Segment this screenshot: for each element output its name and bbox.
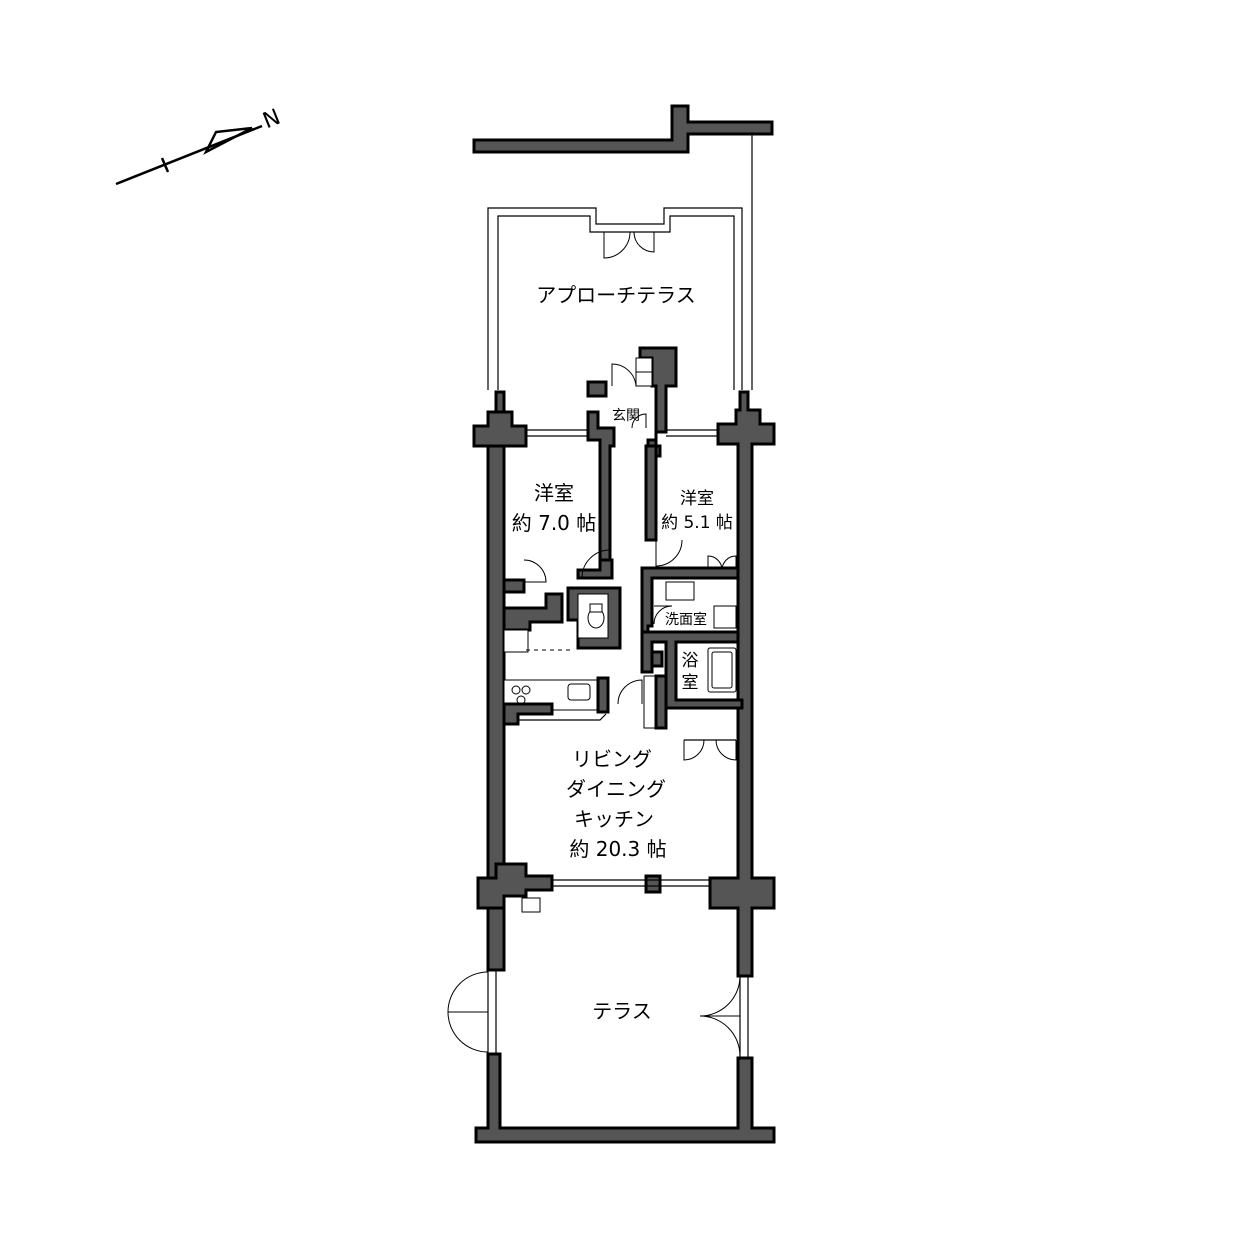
entrance-wall-left: [586, 410, 616, 562]
kitchen-counter-end: [596, 676, 610, 714]
fridge-space: [503, 629, 529, 653]
entrance-wall-block: [586, 380, 608, 398]
washbasin-icon: [665, 581, 695, 601]
left-column-top: [472, 410, 528, 448]
center-mullion: [644, 874, 662, 894]
compass: N: [115, 105, 284, 186]
kitchen-left-stub: [502, 702, 554, 726]
ldk-label-3: キッチン: [574, 807, 654, 831]
ldk-area: 約 20.3 帖: [569, 837, 666, 861]
closet-wall: [502, 592, 564, 632]
entrance-door: [611, 357, 653, 429]
ldk-closet-door-right: [715, 739, 737, 761]
north-label: N: [259, 105, 284, 134]
room1-door: [523, 559, 547, 583]
pipe-shaft: [650, 650, 664, 668]
room2-door: [655, 539, 683, 567]
ldk-entry-wall: [654, 674, 668, 730]
entrance-label: 玄関: [612, 407, 640, 424]
ldk-entry-door: [617, 679, 643, 705]
terrace-right-gate: [699, 975, 749, 1058]
outdoor-faucet-icon: [521, 897, 541, 913]
ldk-bottom-left-column: [476, 862, 554, 910]
ldk-closet-door-left: [683, 739, 705, 761]
approach-gate: [603, 231, 655, 259]
room1-bottom-wall: [502, 578, 526, 594]
western-room-2-area: 約 5.1 帖: [661, 513, 733, 533]
approach-terrace-label: アプローチテラス: [536, 283, 696, 307]
terrace-left-gate: [447, 970, 497, 1054]
terrace-bottom-wall: [474, 1052, 776, 1144]
compass-arrow-head: [203, 126, 253, 155]
washing-machine-space: [713, 605, 737, 629]
stove-icon: [511, 685, 521, 695]
compass-tick: [160, 157, 170, 173]
room2-left-wall: [644, 444, 658, 542]
ldk-label-2: ダイニング: [566, 777, 666, 801]
room1-right-lower: [576, 558, 614, 580]
washroom-door: [653, 605, 673, 625]
terrace-label: テラス: [592, 999, 652, 1023]
bathroom-label-2: 室: [682, 673, 699, 693]
washroom-label: 洗面室: [665, 611, 707, 628]
western-room-1-area: 約 7.0 帖: [512, 511, 597, 535]
western-room-1-name: 洋室: [534, 481, 574, 505]
western-room-2-name: 洋室: [680, 489, 714, 509]
right-exterior-wall: [708, 390, 776, 978]
approach-terrace-railing: [487, 207, 743, 390]
bathroom-label-1: 浴: [682, 651, 699, 671]
kitchen-counter-front: [504, 713, 607, 721]
exterior-wall-top: [472, 104, 774, 154]
room1-closet-door: [581, 549, 611, 579]
ldk-label-1: リビング: [572, 747, 652, 771]
kitchen-sink-icon: [567, 683, 591, 701]
